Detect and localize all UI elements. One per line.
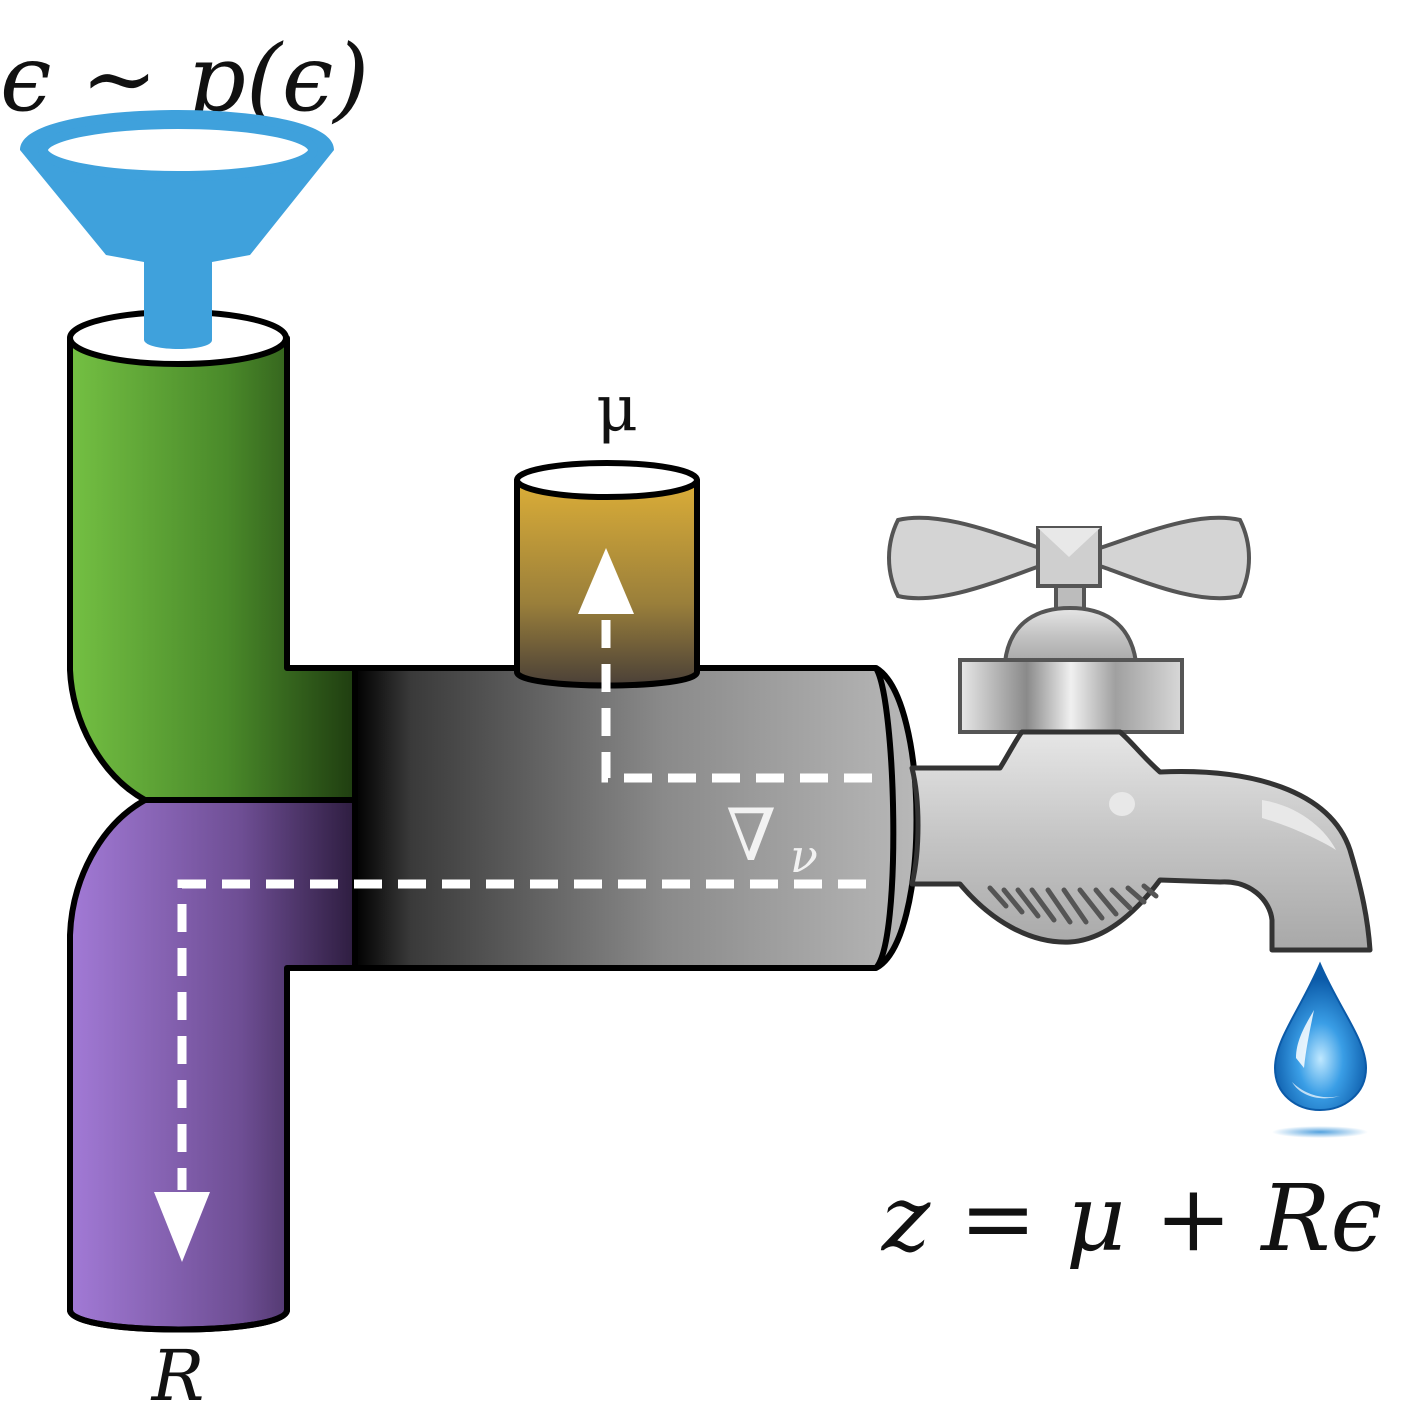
equation-label: z = μ + Rϵ [881,1165,1382,1272]
green-pipe [67,309,358,803]
flow-arrow-to-R [154,879,866,1262]
gray-pipe [352,665,920,971]
water-drop-icon [1272,961,1368,1138]
mu-pipe-opening [514,460,700,500]
funnel-icon [20,110,334,349]
R-label: R [150,1335,205,1411]
flow-arrow-to-mu [578,548,872,783]
gradient-label: ∇ ν [726,793,818,883]
gradient-symbol: ∇ [726,793,776,877]
faucet-icon [887,515,1373,953]
purple-pipe [67,797,358,1333]
gradient-subscript: ν [790,829,818,883]
mu-label: μ [596,372,638,446]
